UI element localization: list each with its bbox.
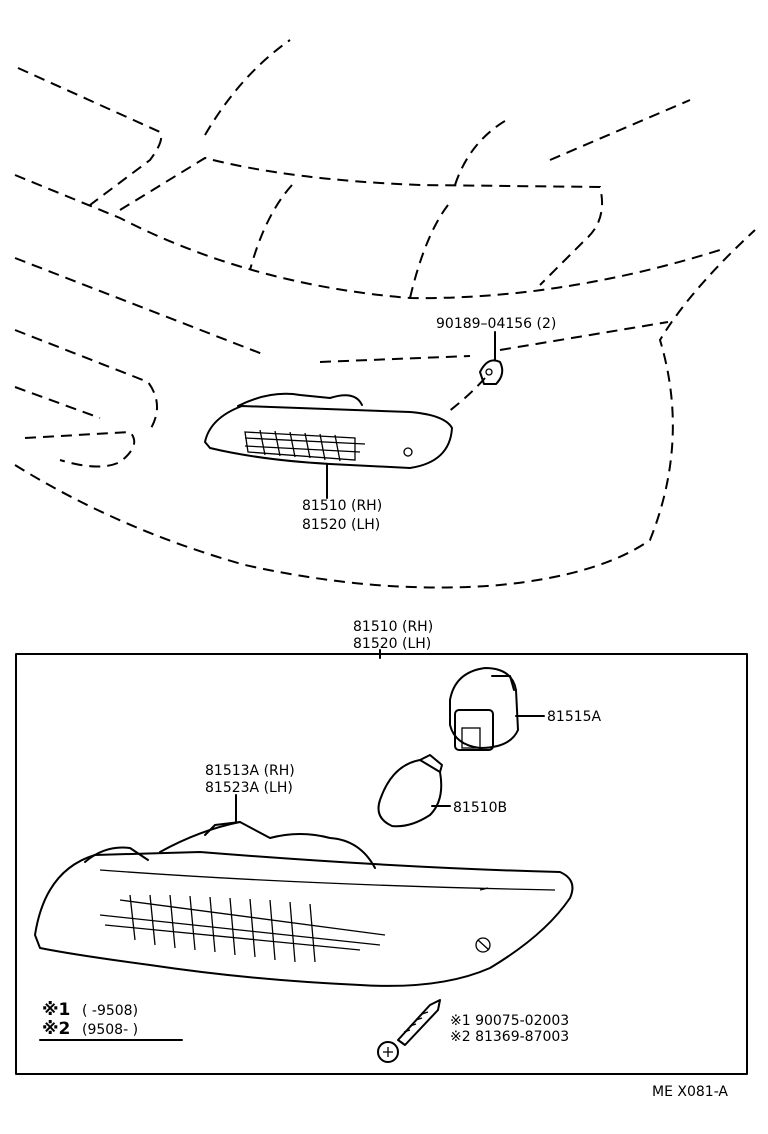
screw (377, 999, 441, 1063)
legend-note1-range: ( -9508) (82, 1003, 138, 1019)
callout-lens-lh: 81523A (LH) (205, 780, 293, 796)
lamp-large (34, 821, 574, 987)
bulb (377, 754, 451, 828)
callout-assy-rh-box: 81510 (RH) (353, 619, 433, 635)
callout-screw1: ※1 90075-02003 (450, 1013, 569, 1029)
clip-part (479, 331, 504, 385)
legend: ※1 ( -9508) ※2 (9508- ) (39, 1000, 183, 1041)
callout-lens-rh: 81513A (RH) (205, 763, 295, 779)
lamp-small (204, 392, 453, 499)
callout-bulb: 81510B (453, 800, 507, 816)
legend-note2-mark: ※2 (42, 1019, 70, 1039)
callout-socket: 81515A (547, 709, 602, 725)
legend-note1-mark: ※1 (42, 1000, 70, 1020)
callout-clip: 90189–04156 (2) (436, 316, 556, 332)
callout-screw2: ※2 81369-87003 (450, 1029, 569, 1045)
callout-assy-lh-box: 81520 (LH) (353, 636, 431, 652)
diagram-code: ME X081-A (652, 1084, 728, 1100)
callout-assy-rh-top: 81510 (RH) (302, 498, 382, 514)
legend-note2-range: (9508- ) (82, 1022, 138, 1038)
assembly-frame (15, 653, 748, 1075)
bulb-socket (449, 667, 545, 751)
vehicle-outline (14, 39, 756, 589)
callout-assy-lh-top: 81520 (LH) (302, 517, 380, 533)
